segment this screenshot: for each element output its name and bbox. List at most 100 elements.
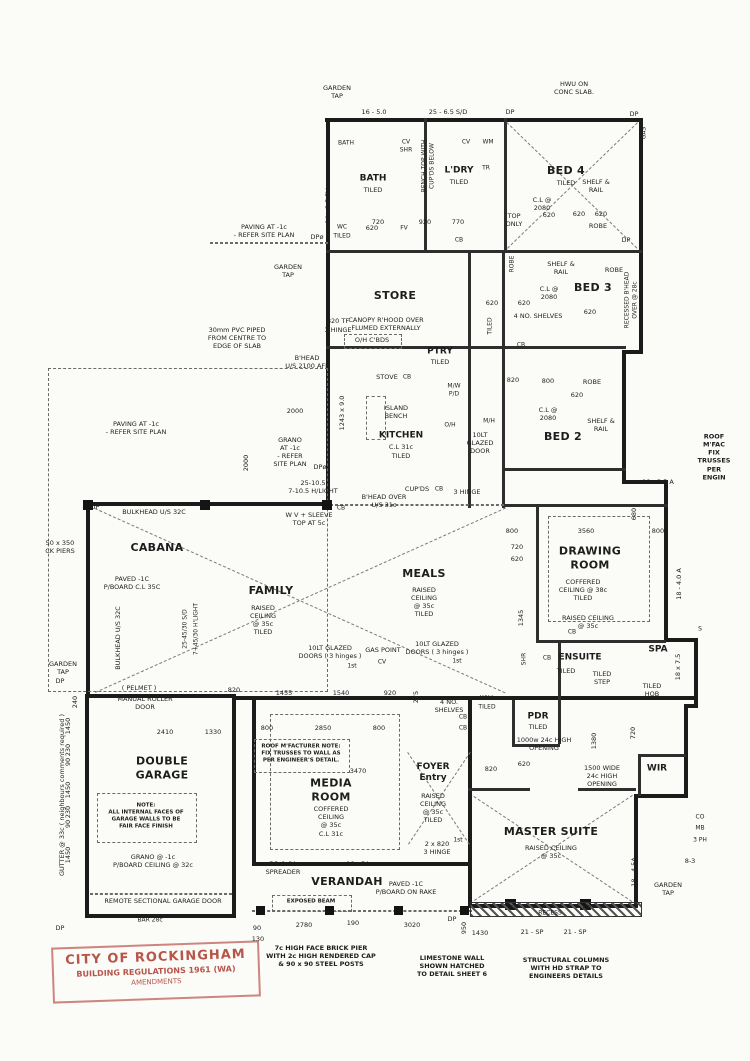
roof-note-right: ROOF M'FAC FIX TRUSSES PER ENGIN [697,432,731,482]
dim-620: 620 [542,210,556,219]
limestone-hatch [470,902,642,917]
wv-note: W V + SLEEVE TOP AT 5c [285,510,333,527]
wall-segment [638,754,641,796]
dashed-line [254,739,350,773]
pvc-note: 30mm PVC PIPED FROM CENTRE TO EDGE OF SL… [207,325,267,351]
first-mark: 1st [452,657,462,665]
wm-mark: WM [482,138,494,146]
wall-segment [86,502,90,698]
room-ensuite: ENSUITE [558,652,602,663]
dim-720: 720 [371,217,385,226]
meals-sub: RAISED CEILING @ 35c TILED [411,585,437,619]
wall-segment [468,250,471,508]
dim-130: 130 [251,934,265,943]
wall-segment [558,642,561,744]
pier-column [200,500,210,510]
mw-mark: M/W P/D [447,382,461,398]
bed3-robe-v: ROBE [508,255,516,273]
foyer-sub: RAISED CEILING @ 35c TILED [420,791,446,825]
media-sub: COFFERED CEILING @ 35c [313,804,349,830]
dim-3560: 3560 [577,526,595,535]
spreader-note: DR & SA SPREADER [265,859,301,876]
dim-16-50: 16 - 5.0 [361,107,387,116]
linen-shelves: 4 NO. SHELVES [513,311,563,320]
wall-segment [85,694,89,918]
dim-1450: 1450 [63,781,72,799]
wall-segment [622,480,668,484]
dim-920: 920 [383,688,397,697]
pdr-finish: TILED [528,722,548,731]
dim-2780: 2780 [295,920,313,929]
master-sub: RAISED CEILING @ 35c [525,843,577,860]
oh-mark: O/H [444,421,456,429]
dashed-line [210,242,328,244]
dim-1540: 1540 [332,688,350,697]
media-cl: C.L 31c [318,829,344,838]
garage-note: NOTE: ALL INTERNAL FACES OF GARAGE WALLS… [108,802,184,829]
cb-mark: CB [582,904,592,912]
dim-1380: 1380 [589,732,598,750]
tr-mark: TR [482,164,490,172]
dim-1430: 1430 [471,928,489,937]
door-2x820: 2 x 820 3 HINGE [423,839,451,856]
wall-segment [468,788,530,791]
wall-segment [502,504,668,507]
hinge-note: 3 HINGE [453,487,481,496]
dim-720: 720 [510,542,524,551]
cb-mark: CB [402,373,412,381]
dashed-line [548,516,650,622]
roof-note-box: ROOF M'FACTURER NOTE: FIX TRUSSES TO WAL… [261,743,341,764]
glazed-door-hall: 10LT GLAZED DOOR [466,430,494,456]
dim-1450: 1450 [63,717,72,735]
columns-note: STRUCTURAL COLUMNS WITH HD STRAP TO ENGI… [522,955,610,981]
wall-segment [85,694,236,698]
remote-door-note: REMOTE SECTIONAL GARAGE DOOR [104,896,222,905]
bed4-shelf-rail: SHELF & RAIL [582,177,610,194]
room-cabana: CABANA [130,541,184,555]
room-foyer: FOYER Entry [416,761,450,783]
bed4-robe: ROBE [588,221,608,230]
cb-mark: CB [458,713,468,721]
dim-90: 90 [252,923,262,932]
room-kitchen: KITCHEN [378,430,424,441]
dim-18-5a: 18 - 5A [346,859,370,868]
wall-segment [504,118,507,250]
cv-mark: CV [461,138,471,146]
first-mark: 1st [453,836,463,844]
wall-segment [536,640,666,643]
pier-column [322,500,332,510]
cabana-sub: PAVED -1C P/BOARD C.L 35C [103,574,161,591]
wall-segment [634,794,638,908]
fv-mark: FV [400,224,408,232]
dashed-line [48,368,328,692]
dashed-line [344,334,402,349]
shower-mark: CV SHR [399,138,413,154]
dim-230: 230 [63,805,72,819]
mb-co: CO [695,813,705,821]
dp-mark: DP [447,914,457,923]
wall-segment [512,700,515,744]
room-bed2: BED 2 [543,430,583,444]
dim-1455: 1455 [275,688,293,697]
dim-21sp: 21 - SP [563,927,587,936]
dim-18-35a: 18 - 3.5 A [642,477,674,486]
bed4-cl: C.L @ 2080 [532,195,552,212]
dim-3470: 3470 [349,766,367,775]
room-family: FAMILY [248,584,294,598]
wall-segment [232,694,236,918]
dim-1450: 1450 [63,846,72,864]
dim-620: 620 [510,554,524,563]
top-only: TOP ONLY [505,211,523,228]
room-pdr: PDR [527,711,549,722]
dim-25-65-sd: 25 - 6.5 S/D [428,107,468,116]
paving-note-1: PAVING AT -1c - REFER SITE PLAN [233,222,295,239]
pier-column [325,906,334,915]
wall-segment [622,350,643,354]
wall-segment [694,638,698,708]
cb-mark: CB [567,628,577,636]
room-meals: MEALS [402,567,446,581]
wall-segment [326,118,330,508]
mb-3ph: 3 PH [693,836,707,844]
ldry-finish: TILED [449,177,469,186]
brick-pier-note: 7c HIGH FACE BRICK PIER WITH 2c HIGH REN… [266,943,376,969]
